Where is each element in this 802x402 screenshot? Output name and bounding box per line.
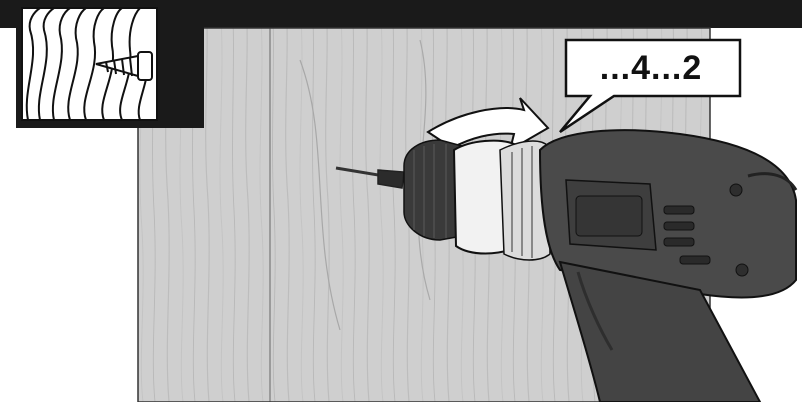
screw-icon [95, 51, 153, 81]
rotation-arrow-icon [426, 97, 550, 153]
screw [335, 166, 405, 189]
callout-bubble [559, 38, 742, 134]
drill [403, 129, 798, 402]
wood-screw-icon [16, 0, 204, 128]
torque-setting-label: ...4...2 [599, 48, 703, 87]
